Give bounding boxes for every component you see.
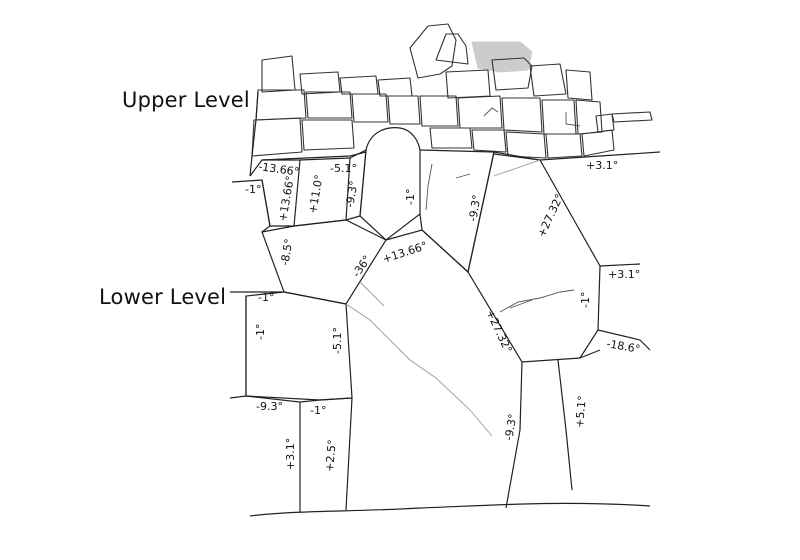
large-right-stone (467, 151, 601, 363)
angle-label: -9.3° (343, 180, 360, 209)
wall-crack (565, 112, 581, 127)
wall-stone (409, 23, 457, 79)
stone-crack (499, 289, 575, 313)
angle-label: -9.3° (466, 194, 483, 223)
angle-label: +13.66° (276, 175, 297, 223)
upper-left-edge (249, 91, 259, 177)
wall-stone (505, 131, 547, 159)
angle-label: -5.1° (330, 162, 357, 175)
wall-crack (483, 107, 499, 117)
wall-stone (255, 89, 307, 121)
ground-line (249, 502, 651, 517)
right-joint-2 (597, 329, 651, 351)
angle-label: +5.1° (573, 395, 589, 428)
angle-label: -1° (404, 189, 417, 205)
wall-stone (339, 75, 379, 95)
wall-stone (429, 127, 473, 149)
angle-label: -18.6° (605, 337, 641, 356)
faint-diagonal (345, 303, 493, 437)
upper-base-line-right (493, 151, 661, 161)
stone-crack (509, 299, 533, 309)
wall-stone (581, 129, 615, 157)
right-joint-1 (599, 263, 641, 267)
angle-label: +3.1° (284, 438, 297, 470)
wall-stone (565, 69, 593, 101)
angle-label: -5.1° (331, 327, 344, 354)
angle-label: -1° (310, 404, 326, 417)
angle-label: -1° (579, 292, 592, 308)
tall-stone-1 (359, 127, 421, 241)
angle-labels: -13.66° -5.1° +3.1° -1° +13.66° +11.0° -… (245, 159, 641, 472)
lower-level-label: Lower Level (99, 285, 227, 309)
angle-label: +11.0° (306, 174, 326, 215)
wall-stone (541, 99, 577, 135)
wall-stone (305, 91, 353, 119)
pillar-left (505, 361, 523, 509)
wall-stone (251, 117, 303, 157)
wall-stone (299, 71, 341, 95)
faint-joint (493, 159, 541, 177)
angle-label: -1° (245, 183, 261, 196)
wall-stone (595, 113, 615, 133)
wall-stone (301, 119, 355, 151)
angle-label: +27.32° (483, 308, 514, 355)
pillar-right (557, 359, 573, 491)
angle-label: -8.5° (278, 238, 295, 267)
upper-wall (249, 23, 661, 177)
angle-label: -9.3° (256, 400, 283, 413)
wall-stone (435, 33, 469, 65)
wall-stone (261, 55, 296, 93)
angle-label: -1° (254, 324, 267, 340)
angle-label: -13.66° (258, 160, 300, 179)
stone-bottom-mid (299, 397, 353, 511)
angle-label: -36° (350, 253, 374, 280)
wall-stone (545, 133, 583, 159)
wall-stone (377, 77, 413, 97)
wall-stone (491, 57, 533, 91)
wall-stone (529, 63, 567, 97)
upper-level-label: Upper Level (122, 88, 250, 112)
faint-diagonal-2 (359, 281, 385, 307)
wall-stone (445, 69, 491, 99)
angle-label: +3.1° (586, 159, 618, 172)
wall-stone (351, 93, 389, 123)
angle-label: +3.1° (608, 268, 640, 281)
wall-stone (387, 95, 421, 125)
lower-join (229, 395, 247, 399)
stone-left-lower (230, 291, 285, 396)
wall-stone (611, 111, 653, 123)
lower-course (229, 219, 651, 517)
wall-stone (419, 95, 459, 127)
angle-label: +27.32° (535, 192, 566, 239)
angle-label: +2.5° (323, 439, 339, 472)
stone-crack (455, 173, 471, 179)
stone-crack (425, 163, 433, 211)
wall-stone (501, 97, 543, 133)
angle-label: +13.66° (381, 239, 429, 266)
wall-stone (457, 95, 503, 129)
right-joint-3 (579, 349, 601, 359)
angle-label: -9.3° (502, 413, 519, 442)
shaded-block (471, 41, 533, 73)
stone-36 (385, 229, 469, 273)
angle-label: -1° (258, 291, 274, 304)
wall-stone (471, 129, 507, 153)
